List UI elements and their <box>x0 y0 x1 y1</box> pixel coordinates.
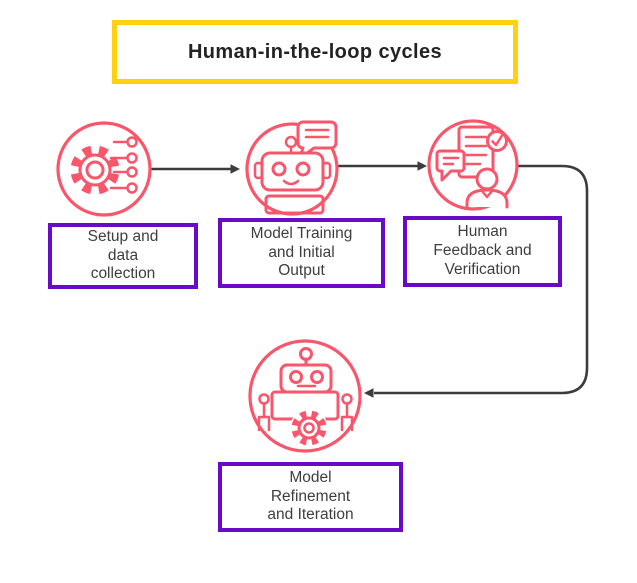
step-1-label: Setup and data collection <box>87 227 159 283</box>
title-box: Human-in-the-loop cycles <box>112 20 518 84</box>
step-1-label-box: Setup and data collection <box>48 223 198 289</box>
chatbot-icon <box>253 120 338 215</box>
robot-gear-icon <box>257 347 354 447</box>
step-3-label: Human Feedback and Verification <box>433 223 532 278</box>
step-1-circle <box>56 121 152 217</box>
step-3-circle <box>427 119 519 211</box>
step-3-label-box: Human Feedback and Verification <box>403 216 562 287</box>
step-4-circle <box>248 339 362 453</box>
gear-network-icon <box>70 136 138 195</box>
arrow-step3-step4 <box>364 164 589 398</box>
step-2-label-box: Model Training and Initial Output <box>218 218 385 288</box>
arrow-step2-step3 <box>337 161 427 171</box>
arrow-step1-step2 <box>150 164 240 174</box>
step-2-label: Model Training and Initial Output <box>250 224 353 280</box>
diagram-title: Human-in-the-loop cycles <box>187 40 443 63</box>
human-feedback-icon <box>435 125 509 209</box>
step-2-circle <box>245 120 339 216</box>
step-4-label-box: Model Refinement and Iteration <box>218 462 403 532</box>
step-4-label: Model Refinement and Iteration <box>267 468 354 524</box>
